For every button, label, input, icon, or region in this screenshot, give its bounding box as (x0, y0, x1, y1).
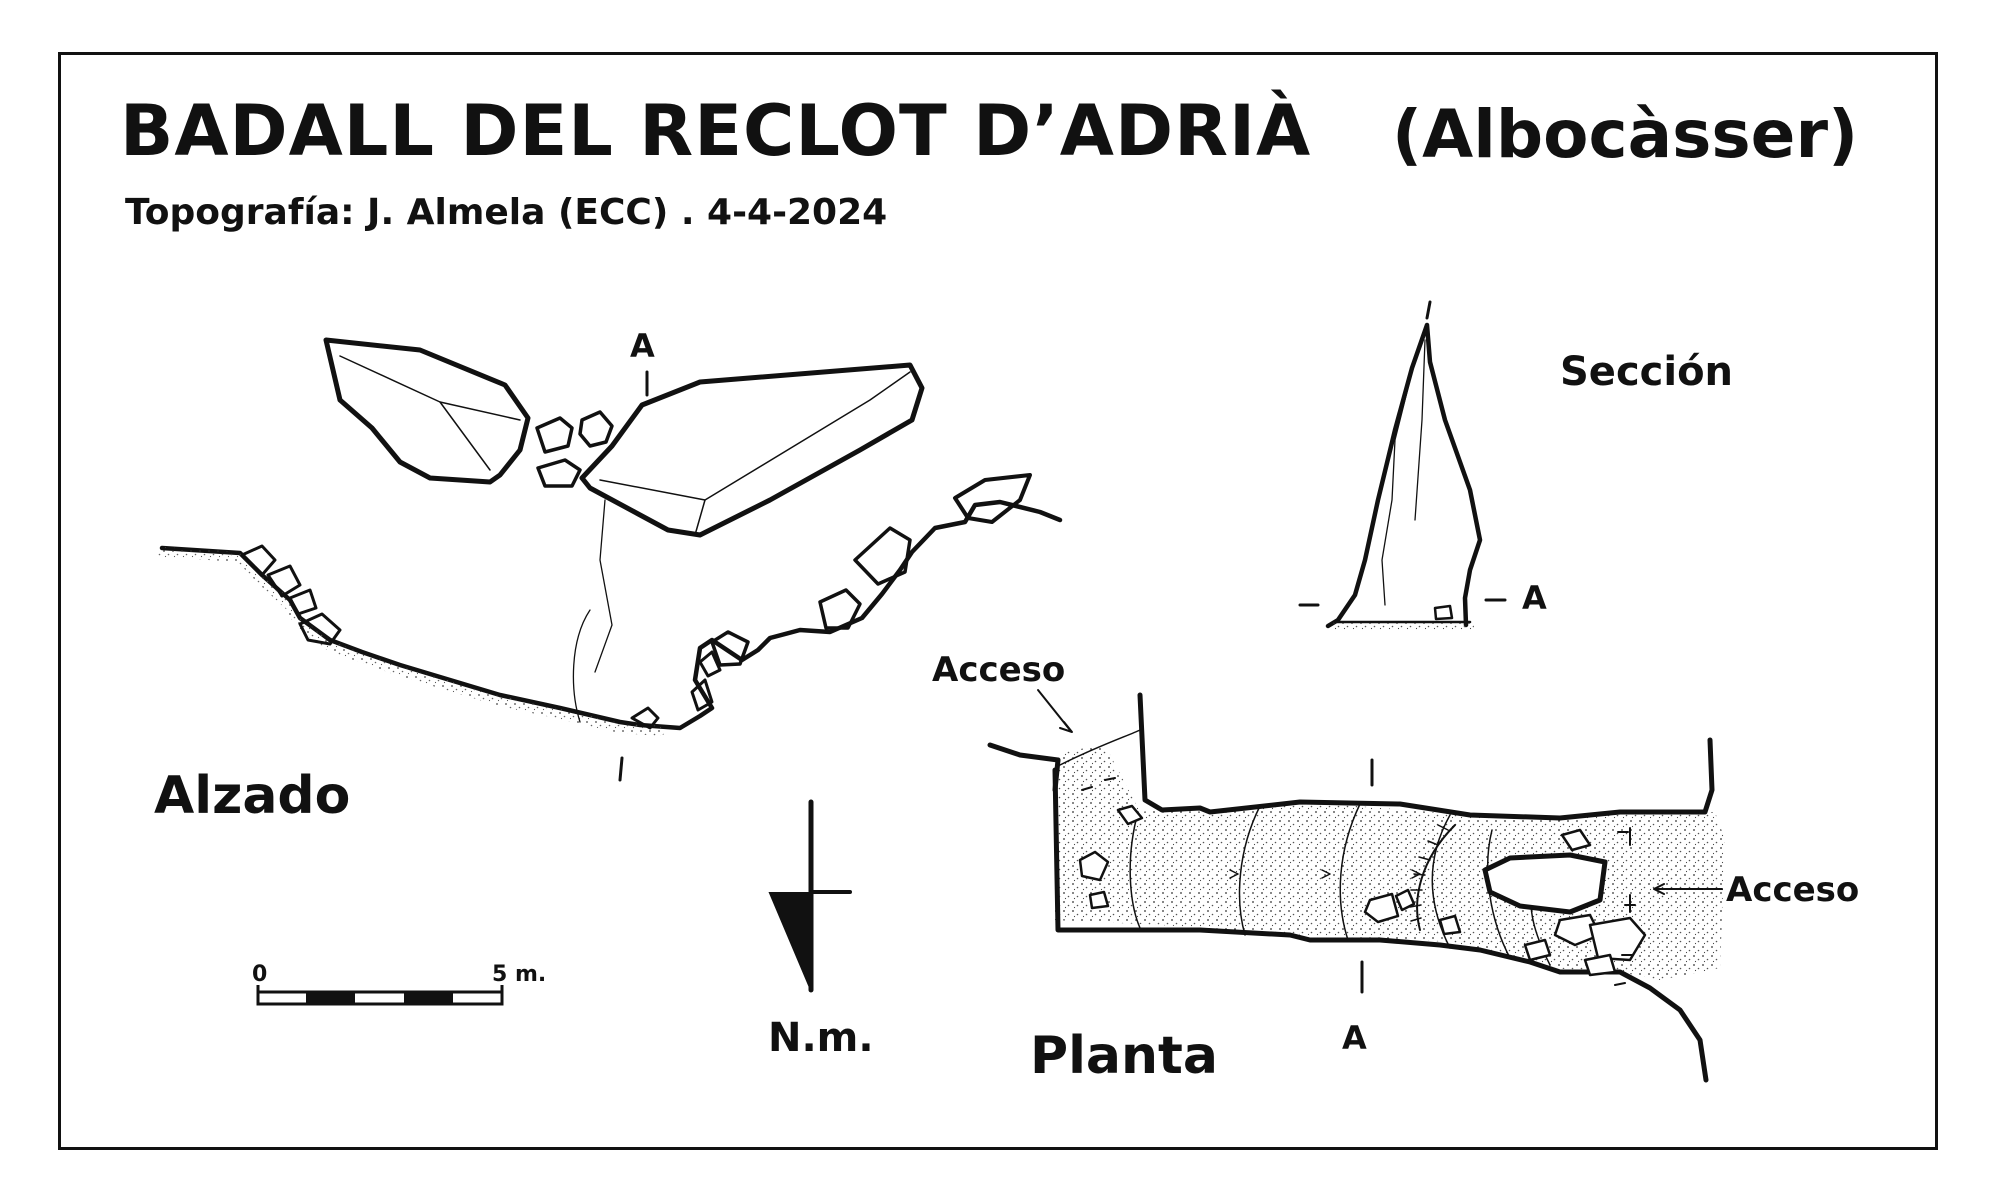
north-label: N.m. (768, 1015, 874, 1061)
scale-bar (256, 985, 504, 1006)
survey-credits: Topografía: J. Almela (ECC) . 4-4-2024 (125, 192, 888, 233)
entrance-label-left: Acceso (932, 650, 1066, 690)
section-mark-plan: A (1342, 1019, 1367, 1057)
elevation-label: Alzado (154, 766, 351, 826)
map-location: (Albocàsser) (1392, 96, 1859, 173)
section-outline (1325, 322, 1483, 629)
section-mark-elevation: A (630, 327, 655, 365)
section-A-profile (1298, 300, 1507, 630)
plan-passage-fill (1055, 745, 1725, 980)
north-arrow (768, 799, 852, 993)
elevation-block-right (579, 362, 925, 538)
plan-pillar (1482, 852, 1608, 915)
map-title: BADALL DEL RECLOT D’ADRIÀ (120, 90, 1312, 172)
section-mark-section: A (1522, 579, 1547, 617)
plan-label: Planta (1030, 1026, 1218, 1086)
ground-line (159, 499, 1063, 731)
plan-wall-south (1052, 767, 1709, 1083)
scale-start-label: 0 (252, 962, 268, 987)
section-label: Sección (1560, 349, 1734, 395)
plan-wall-north (987, 692, 1715, 821)
elevation-block-left (323, 337, 531, 485)
scale-end-label: 5 m. (492, 962, 547, 987)
map-frame (58, 52, 1938, 1150)
entrance-label-right: Acceso (1726, 870, 1860, 910)
plan-view (987, 689, 1725, 1083)
north-arrow-head (768, 892, 812, 991)
elevation-profile (157, 337, 1063, 782)
